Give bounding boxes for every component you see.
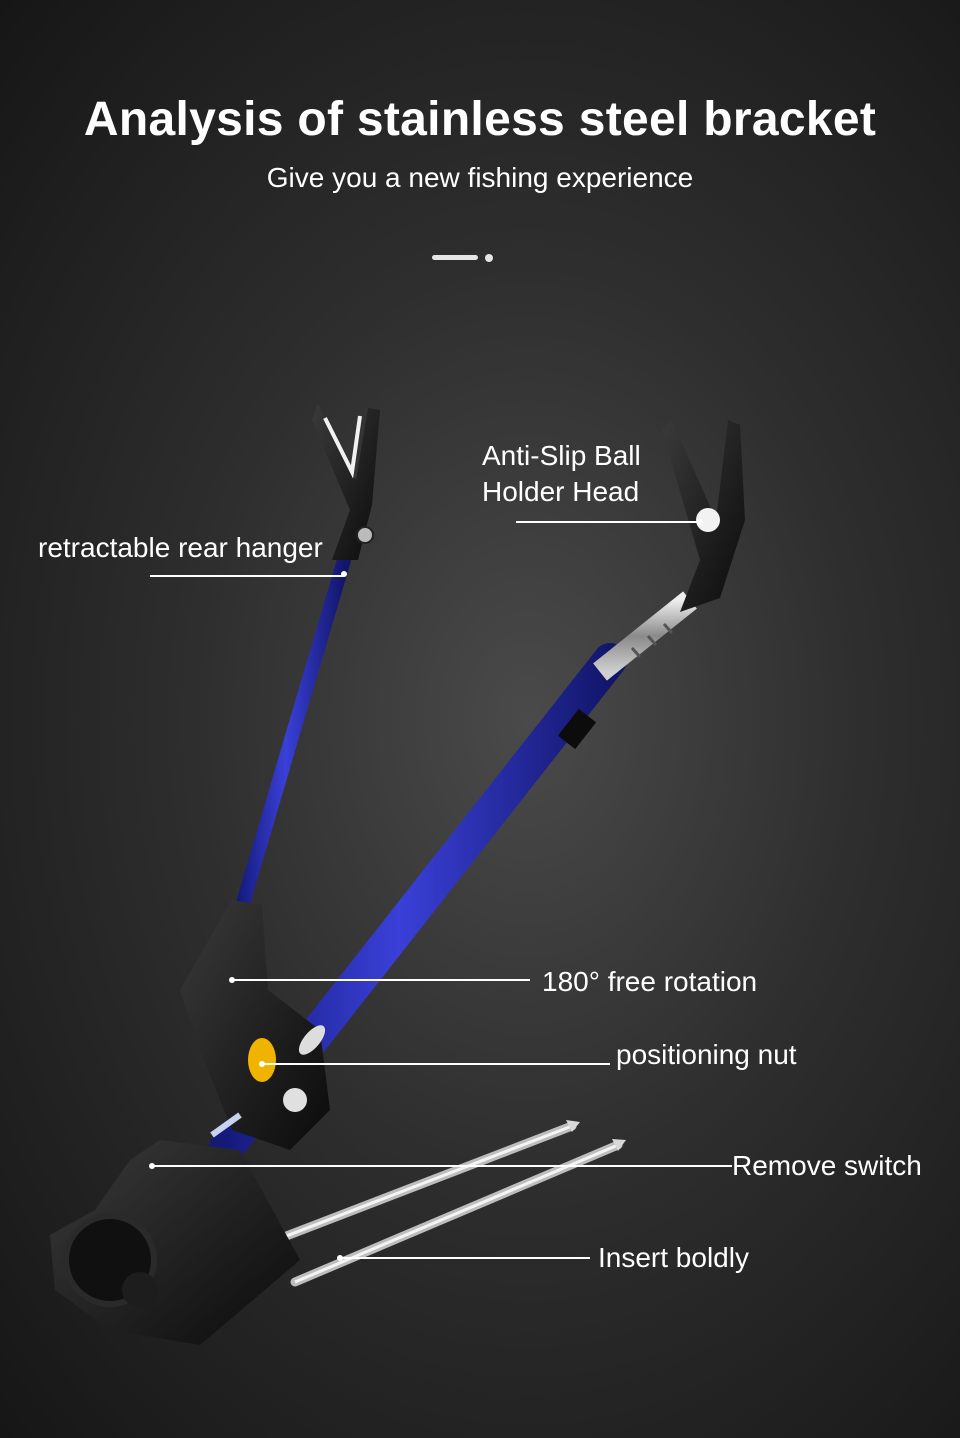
callout-free-rotation: 180° free rotation (542, 966, 758, 997)
callout-positioning-nut: positioning nut (616, 1039, 797, 1070)
callout-remove-switch: Remove switch (732, 1150, 922, 1181)
callout-anti-slip-line2: Holder Head (482, 476, 640, 507)
page-title: Analysis of stainless steel bracket (83, 93, 877, 146)
holder-head (662, 420, 745, 612)
page-subtitle: Give you a new fishing experience (266, 162, 694, 193)
rotation-joint (180, 900, 330, 1150)
callout-insert-boldly: Insert boldly (598, 1242, 749, 1273)
rear-hanger (312, 404, 380, 560)
divider-dash (432, 255, 478, 260)
callout-rear-hanger: retractable rear hanger (38, 532, 323, 563)
callout-anti-slip-line1: Anti-Slip Ball (482, 440, 641, 471)
divider-dot (485, 254, 493, 262)
callout-lines (149, 519, 732, 1261)
positioning-nut-shape (248, 1038, 276, 1082)
rear-tube (231, 553, 351, 927)
ground-spikes (245, 1120, 626, 1287)
base-clamp (50, 1112, 300, 1345)
